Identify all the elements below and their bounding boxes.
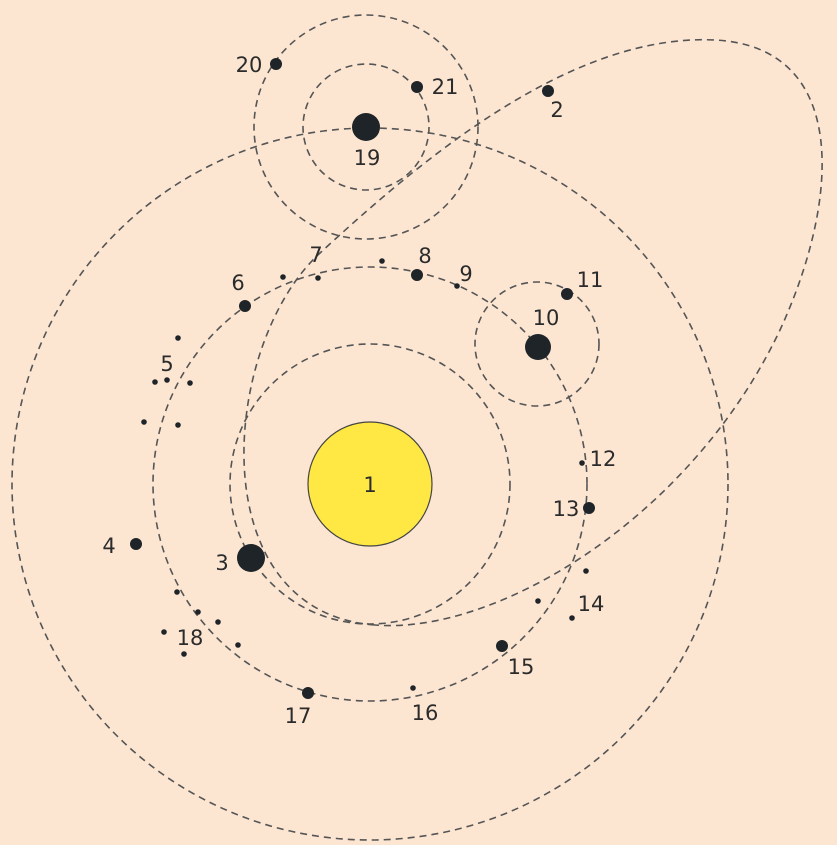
body-15 (496, 640, 508, 652)
body-13 (583, 502, 595, 514)
label-2: 2 (550, 98, 563, 122)
body-19 (352, 113, 380, 141)
label-4: 4 (102, 534, 115, 558)
label-6: 6 (231, 271, 244, 295)
small-body-14c (569, 615, 575, 621)
label-15: 15 (508, 655, 535, 679)
body-4 (130, 538, 142, 550)
label-5: 5 (160, 352, 173, 376)
label-16: 16 (412, 701, 439, 725)
small-body-18c (215, 619, 221, 625)
small-body-5e (141, 419, 147, 425)
label-12: 12 (590, 447, 617, 471)
label-11: 11 (577, 268, 604, 292)
small-body-7a (280, 274, 286, 280)
body-10 (525, 334, 551, 360)
label-18: 18 (177, 626, 204, 650)
body-20 (270, 58, 282, 70)
label-9: 9 (459, 262, 472, 286)
small-body-5a (175, 335, 181, 341)
label-20: 20 (236, 53, 263, 77)
small-body-5b (152, 379, 158, 385)
small-body-8a (379, 258, 385, 264)
small-body-18b (195, 609, 201, 615)
small-body-12 (579, 460, 585, 466)
body-2 (542, 85, 554, 97)
body-3 (237, 544, 265, 572)
label-7: 7 (309, 243, 322, 267)
label-14: 14 (578, 592, 605, 616)
small-body-18f (181, 651, 187, 657)
small-body-14b (535, 598, 541, 604)
small-body-16 (410, 685, 416, 691)
body-17 (302, 687, 314, 699)
body-8 (411, 269, 423, 281)
label-8: 8 (418, 244, 431, 268)
label-21: 21 (432, 75, 459, 99)
body-6 (239, 300, 251, 312)
small-body-5f (175, 422, 181, 428)
label-13: 13 (553, 497, 580, 521)
small-body-18a (174, 589, 180, 595)
small-body-7b (315, 275, 321, 281)
label-1: 1 (363, 473, 376, 497)
small-body-18e (235, 642, 241, 648)
label-17: 17 (285, 704, 312, 728)
small-body-14a (583, 568, 589, 574)
body-11 (561, 288, 573, 300)
small-body-5c (164, 377, 170, 383)
small-body-5d (187, 380, 193, 386)
small-body-18d (161, 629, 167, 635)
label-3: 3 (215, 551, 228, 575)
label-19: 19 (354, 146, 381, 170)
body-21 (411, 81, 423, 93)
label-10: 10 (533, 306, 560, 330)
